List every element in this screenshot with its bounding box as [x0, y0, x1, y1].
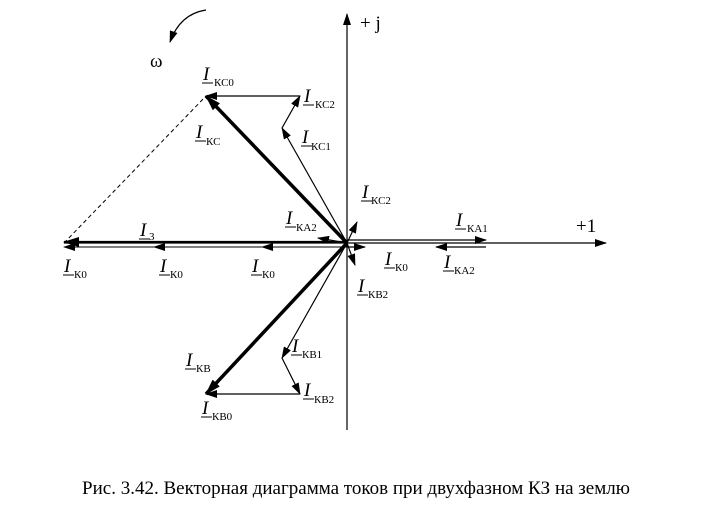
vector-ika2-left	[317, 235, 348, 244]
vector-ikc2-small	[346, 221, 358, 244]
vector-ikb2-bottom	[281, 357, 301, 395]
label-ikc2-small: I КС2	[361, 182, 391, 207]
svg-text:КС1: КС1	[311, 141, 331, 153]
label-i3: I 3	[139, 220, 155, 243]
y-axis-label: + j	[360, 13, 381, 34]
label-ik0-far: I К0	[63, 256, 87, 281]
svg-text:I: I	[159, 256, 168, 277]
svg-text:I: I	[202, 64, 211, 85]
label-ikb2-bottom: I КВ2	[303, 380, 334, 406]
svg-text:КА2: КА2	[296, 222, 317, 234]
dashed-construction-line	[63, 95, 207, 244]
svg-text:К0: К0	[395, 262, 408, 274]
label-ikc2-top: I КС2	[303, 86, 335, 111]
vector-ikc	[204, 94, 349, 245]
svg-text:КС2: КС2	[371, 195, 391, 207]
svg-text:I: I	[251, 256, 260, 277]
svg-text:I: I	[301, 127, 310, 148]
svg-text:I: I	[291, 336, 300, 357]
svg-text:I: I	[285, 208, 294, 229]
svg-text:I: I	[195, 122, 204, 143]
svg-text:I: I	[201, 398, 210, 419]
svg-text:КА1: КА1	[467, 223, 488, 235]
svg-text:КВ2: КВ2	[314, 394, 334, 406]
vector-ikb2-small	[346, 242, 356, 266]
label-ikb1: I КВ1	[291, 336, 322, 361]
figure-caption: Рис. 3.42. Векторная диаграмма токов при…	[82, 478, 630, 499]
svg-text:3: 3	[149, 231, 155, 243]
label-ikc0: I КС0	[202, 64, 234, 89]
vector-ikc2-top	[281, 95, 301, 129]
svg-text:I: I	[361, 182, 370, 203]
svg-text:КВ0: КВ0	[212, 411, 233, 423]
svg-text:КВ: КВ	[196, 363, 211, 375]
svg-text:I: I	[63, 256, 72, 277]
vector-ikb1	[281, 242, 348, 359]
svg-text:I: I	[303, 86, 312, 107]
svg-text:КВ2: КВ2	[368, 289, 388, 301]
omega-label: ω	[150, 51, 163, 72]
label-ik0-mid: I К0	[159, 256, 183, 281]
svg-text:I: I	[455, 210, 464, 231]
svg-text:I: I	[303, 380, 312, 401]
label-ikb: I КВ	[185, 350, 211, 375]
label-ikc1: I КС1	[301, 127, 331, 153]
svg-text:I: I	[443, 252, 452, 273]
rotation-arrow	[169, 9, 207, 43]
svg-text:I: I	[185, 350, 194, 371]
vector-ikb	[204, 241, 349, 396]
label-ikc: I КС	[195, 122, 220, 148]
svg-text:КА2: КА2	[454, 265, 475, 277]
label-ikb0: I КВ0	[201, 398, 233, 423]
label-ika2-left: I КА2	[285, 208, 317, 234]
svg-text:I: I	[357, 276, 366, 297]
vector-diagram: + j +1 ω I КС0 I КС2 I КС I КС1	[63, 9, 607, 430]
vector-ikc1	[281, 127, 348, 244]
svg-text:КС0: КС0	[214, 77, 234, 89]
svg-text:К0: К0	[74, 269, 87, 281]
svg-text:КС: КС	[206, 136, 220, 148]
label-ik0-right: I К0	[384, 249, 408, 274]
svg-text:К0: К0	[262, 269, 275, 281]
label-ika1: I КА1	[455, 210, 488, 235]
svg-text:КВ1: КВ1	[302, 349, 322, 361]
label-ik0-near: I К0	[251, 256, 275, 281]
svg-text:К0: К0	[170, 269, 183, 281]
svg-text:I: I	[139, 220, 148, 241]
svg-text:I: I	[384, 249, 393, 270]
label-ika2-right: I КА2	[443, 252, 475, 277]
x-axis-label: +1	[576, 216, 596, 237]
label-ikb2-small: I КВ2	[357, 276, 388, 301]
svg-text:КС2: КС2	[315, 99, 335, 111]
